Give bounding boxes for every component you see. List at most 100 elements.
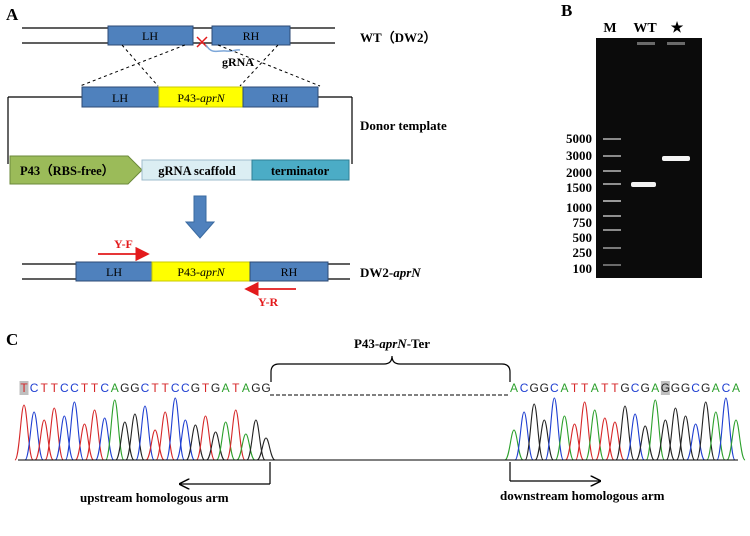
panel-b-letter: B <box>561 1 572 20</box>
mutant-lh-label: LH <box>106 265 122 279</box>
chromatogram-peak <box>216 421 236 461</box>
ladder-labels: 5000 3000 2000 1500 1000 750 500 250 100 <box>566 131 592 276</box>
sequence-base: G <box>661 381 670 395</box>
ladder-label: 1000 <box>566 200 592 215</box>
sequence-base: C <box>631 381 640 395</box>
chromatogram-peak <box>575 401 595 461</box>
donor-cassette-label: P43-aprN <box>177 91 225 105</box>
sequence-base: C <box>141 381 150 395</box>
insert-label: P43-aprN-Ter <box>354 336 430 351</box>
chromatogram-peak <box>544 397 564 461</box>
gel-lane-labels: M WT ★ <box>603 20 683 36</box>
chromatogram-peak <box>514 411 534 461</box>
downstream-arm-marker: downstream homologous arm <box>500 462 665 503</box>
wt-rh-label: RH <box>243 29 260 43</box>
sequence-base: T <box>202 381 210 395</box>
sequence-base: A <box>222 381 230 395</box>
donor-plasmid: LH P43-aprN RH Donor template P43（RBS-fr… <box>7 86 447 185</box>
sequence-base: C <box>30 381 39 395</box>
chromatogram-peak <box>645 399 665 461</box>
ladder-label: 5000 <box>566 131 592 146</box>
grna-label: gRNA <box>222 55 254 69</box>
chromatogram-peak <box>726 419 746 461</box>
upstream-arm-label: upstream homologous arm <box>80 490 229 505</box>
terminator-box <box>251 159 350 181</box>
sequence-base: T <box>581 381 589 395</box>
mutant-cassette-label: P43-aprN <box>177 265 225 279</box>
sequence-base: A <box>591 381 599 395</box>
lane-label-mutant: ★ <box>671 20 684 36</box>
chromatogram-peak <box>504 429 524 461</box>
wt-label: WT（DW2） <box>360 30 437 45</box>
ladder-label: 100 <box>573 261 593 276</box>
chromatogram-peak <box>155 411 175 461</box>
ladder-label: 250 <box>573 245 593 260</box>
downstream-arm-label: downstream homologous arm <box>500 488 665 503</box>
sequence-base: C <box>70 381 79 395</box>
promoter-arrow <box>9 155 143 185</box>
sequence-base: A <box>111 381 119 395</box>
ladder-label: 2000 <box>566 165 592 180</box>
chromatogram-peak <box>115 421 135 461</box>
chromatogram-traces <box>14 397 746 461</box>
sequence-base: T <box>161 381 169 395</box>
chromatogram-peak <box>24 411 44 461</box>
sequence-base: G <box>671 381 680 395</box>
chromatogram-peak <box>165 397 185 461</box>
chromatogram-peak <box>524 403 544 461</box>
donor-label: Donor template <box>360 118 447 133</box>
sequence-base: G <box>261 381 270 395</box>
chromatogram-peak <box>686 423 706 461</box>
sequence-base: G <box>211 381 220 395</box>
ladder-label: 500 <box>573 230 593 245</box>
lane-label-wt: WT <box>633 21 657 36</box>
sequence-base: A <box>560 381 568 395</box>
mutant-chromosome: LH P43-aprN RH DW2-aprN Y-F Y-R <box>22 237 421 309</box>
sequence-base: G <box>530 381 539 395</box>
mutant-rh-box <box>249 261 329 282</box>
lane-label-marker: M <box>603 21 616 36</box>
sequence-base: T <box>91 381 99 395</box>
upstream-arm-marker: upstream homologous arm <box>80 462 271 505</box>
chromatogram-peak <box>14 404 34 461</box>
sequence-base: C <box>100 381 109 395</box>
chromatogram-peak <box>696 401 716 461</box>
process-arrow-icon <box>184 195 216 239</box>
sequence-base: C <box>520 381 529 395</box>
sequence-base: A <box>732 381 740 395</box>
chromatogram-peak <box>44 407 64 461</box>
sequence-base: G <box>540 381 549 395</box>
ladder-label: 750 <box>573 215 593 230</box>
insert-brace <box>270 355 511 382</box>
cut-site-icon <box>196 36 208 48</box>
sequence-base: C <box>181 381 190 395</box>
ladder-label: 1500 <box>566 180 592 195</box>
chromatogram-peak <box>74 423 95 461</box>
ladder-label: 3000 <box>566 148 592 163</box>
sequence-base: T <box>601 381 609 395</box>
sequence-base: G <box>120 381 129 395</box>
sequence-base: T <box>20 381 28 395</box>
sequence-base: A <box>712 381 720 395</box>
wt-lh-label: LH <box>142 29 158 43</box>
sequence-base: C <box>550 381 559 395</box>
chromatogram-peak <box>665 407 686 461</box>
chromatogram-peak <box>615 405 635 461</box>
base-highlight <box>660 381 670 395</box>
chromatogram-peak <box>145 429 165 461</box>
sequence-base: A <box>651 381 659 395</box>
sequence-base: A <box>242 381 250 395</box>
sequence-base: G <box>701 381 710 395</box>
sequence-base: T <box>151 381 159 395</box>
sequence-base: G <box>681 381 690 395</box>
terminator-label: terminator <box>271 164 330 178</box>
donor-rh-label: RH <box>272 91 289 105</box>
panel-a-letter: A <box>6 5 19 24</box>
sequence-base: G <box>620 381 629 395</box>
chromatogram-peak <box>534 419 554 461</box>
chromatogram-peak <box>564 423 585 461</box>
sequence-base: G <box>130 381 139 395</box>
